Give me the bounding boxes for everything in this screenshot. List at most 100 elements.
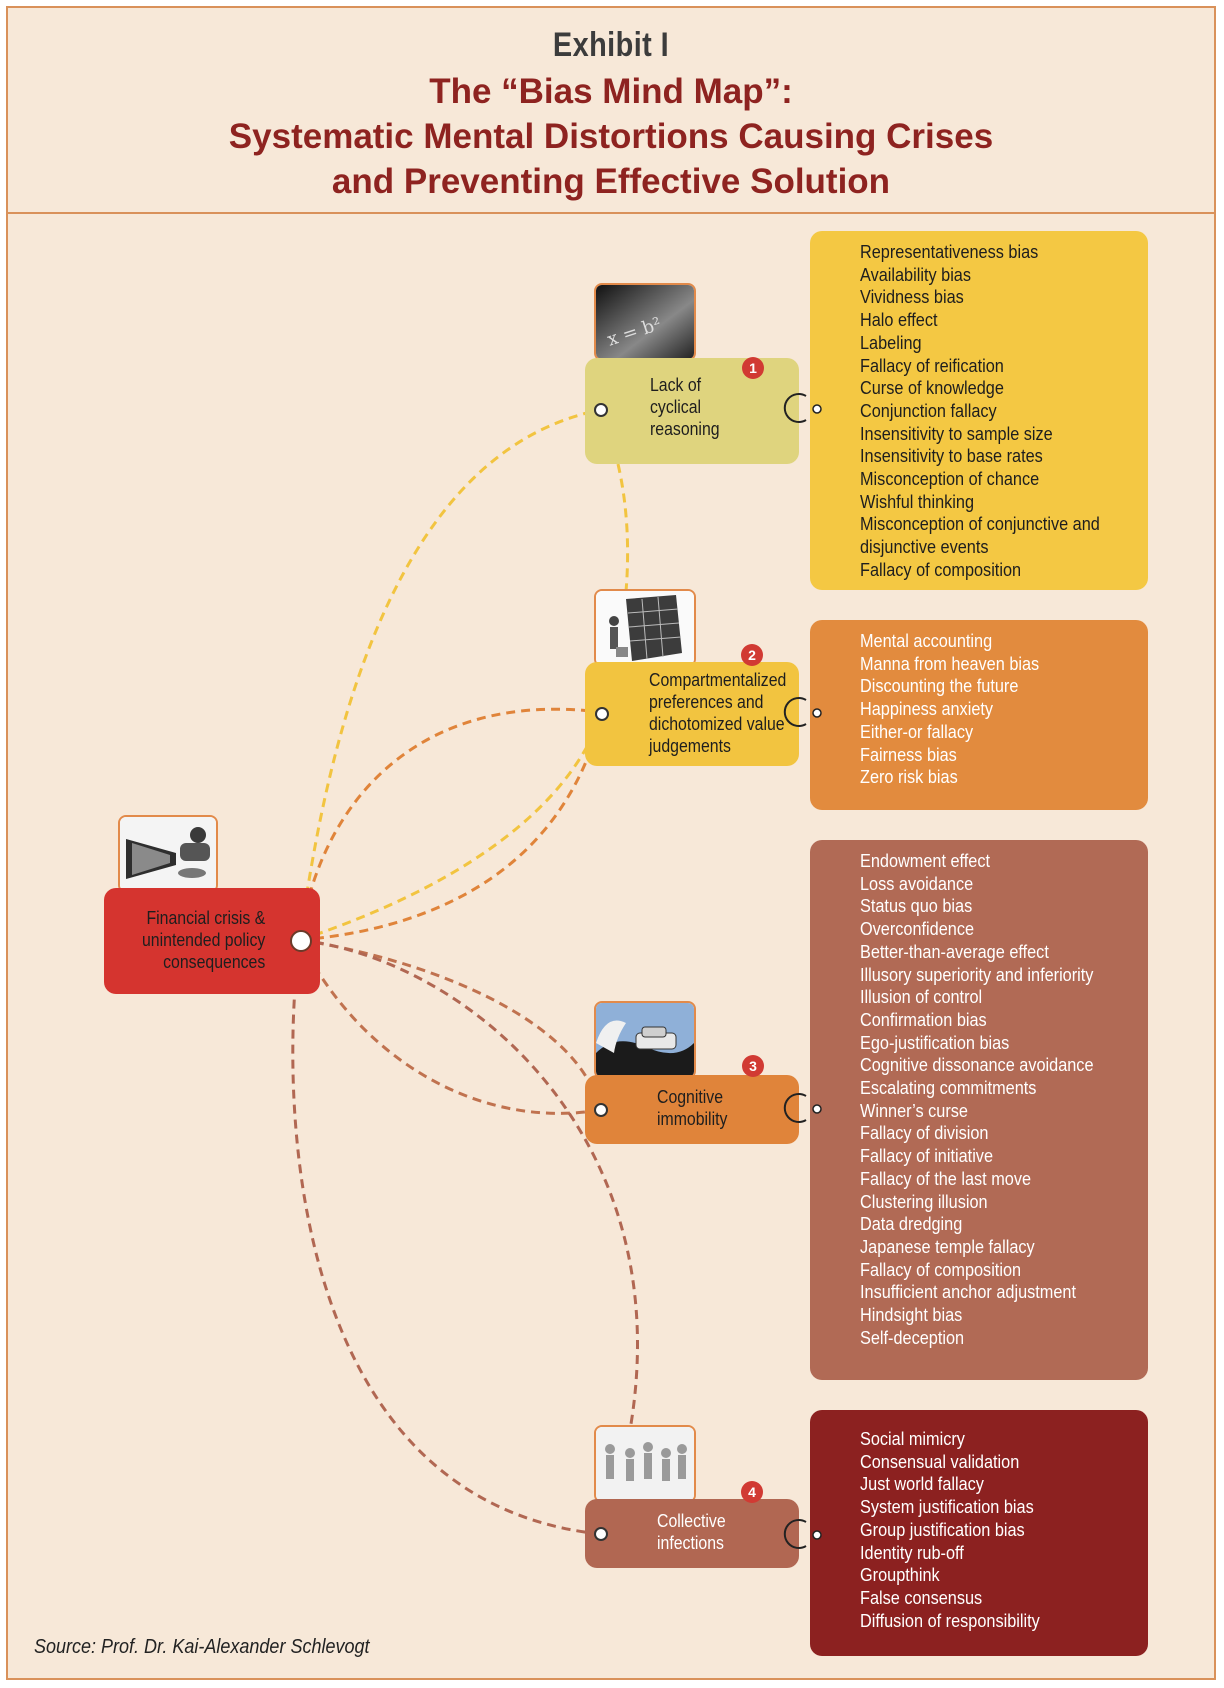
- list-item: Insufficient anchor adjustment: [860, 1281, 1076, 1303]
- podium-speaker-icon: [120, 817, 216, 891]
- car-wave-icon: [596, 1003, 694, 1077]
- list-item: Misconception of chance: [860, 468, 1040, 490]
- list-item: Loss avoidance: [860, 872, 974, 894]
- branch4-hook: [783, 1519, 807, 1549]
- title-line-1: The “Bias Mind Map”:: [429, 72, 793, 111]
- branch1-thumbnail: x = b²: [594, 283, 696, 361]
- list-item: Winner’s curse: [860, 1099, 968, 1121]
- branch2-hook: [783, 697, 807, 727]
- branch2-node: Compartmentalized preferences and dichot…: [585, 662, 799, 766]
- list-item: Misconception of conjunctive and: [860, 513, 1100, 535]
- root-node-label: Financial crisis & unintended policy con…: [142, 908, 266, 972]
- list-item: Just world fallacy: [860, 1473, 984, 1495]
- list-item: Fallacy of initiative: [860, 1145, 994, 1167]
- list-item: Zero risk bias: [860, 766, 958, 788]
- list-item: Fallacy of the last move: [860, 1167, 1032, 1189]
- list-item: Insensitivity to sample size: [860, 422, 1053, 444]
- root-connector-dot: [290, 930, 312, 952]
- list-item: False consensus: [860, 1586, 983, 1608]
- title-line-3: and Preventing Effective Solution: [331, 162, 891, 201]
- list-item: Happiness anxiety: [860, 698, 994, 720]
- link-root-branch2-lower: [299, 713, 604, 942]
- branch2-node-label: Compartmentalized preferences and dichot…: [649, 670, 787, 756]
- list-item: Labeling: [860, 331, 922, 353]
- list-item: Endowment effect: [860, 850, 991, 871]
- branch4-thumbnail: [594, 1425, 696, 1503]
- list-item: Wishful thinking: [860, 490, 975, 512]
- list-item: Groupthink: [860, 1564, 940, 1586]
- list-item: Halo effect: [860, 309, 938, 331]
- list-item: Consensual validation: [860, 1450, 1020, 1472]
- root-thumbnail: [118, 815, 218, 893]
- list-item: Manna from heaven bias: [860, 652, 1040, 674]
- list-item: Curse of knowledge: [860, 377, 1004, 399]
- list-item: Confirmation bias: [860, 1008, 987, 1030]
- branch4-node-label: Collective infections: [657, 1511, 726, 1553]
- list-item: Overconfidence: [860, 918, 975, 940]
- equation-chalkboard-icon: x = b²: [596, 285, 694, 359]
- list-item: Availability bias: [860, 263, 972, 285]
- branch3-thumbnail: [594, 1001, 696, 1079]
- source-caption: Source: Prof. Dr. Kai-Alexander Schlevog…: [34, 1636, 370, 1658]
- title-line-2: Systematic Mental Distortions Causing Cr…: [228, 117, 994, 156]
- link-root-branch3-b: [298, 939, 601, 1115]
- list-item: Status quo bias: [860, 895, 973, 917]
- list-item: Illusion of control: [860, 986, 983, 1008]
- list-item: Mental accounting: [860, 630, 993, 651]
- list-item: Better-than-average effect: [860, 940, 1049, 962]
- list-item: disjunctive events: [860, 536, 989, 558]
- exhibit-label: Exhibit I: [552, 26, 670, 64]
- list-item: Vividness bias: [860, 286, 964, 308]
- list-item: Group justification bias: [860, 1518, 1025, 1540]
- list-item: System justification bias: [860, 1496, 1034, 1518]
- list-item: Identity rub-off: [860, 1541, 964, 1563]
- branch1-node-label: Lack of cyclical reasoning: [650, 375, 720, 439]
- list-item: Fallacy of reification: [860, 354, 1004, 376]
- list-item: Representativeness bias: [860, 241, 1039, 262]
- link-root-branch2-upper: [298, 707, 601, 941]
- list-item: Hindsight bias: [860, 1304, 963, 1326]
- branch4-number-badge: 4: [741, 1481, 763, 1503]
- branch3-node-label: Cognitive immobility: [657, 1087, 728, 1129]
- list-item: Fallacy of division: [860, 1122, 989, 1144]
- branch1-left-dot: [594, 403, 608, 417]
- list-item: Social mimicry: [860, 1428, 965, 1449]
- list-item: Japanese temple fallacy: [860, 1235, 1035, 1257]
- list-item: Fairness bias: [860, 743, 957, 765]
- list-item: Illusory superiority and inferiority: [860, 963, 1094, 985]
- list-item: Self-deception: [860, 1326, 965, 1348]
- link-root-branch4: [291, 939, 601, 1536]
- list-item: Data dredging: [860, 1213, 963, 1235]
- branch1-hook: [783, 393, 807, 423]
- list-item: Insensitivity to base rates: [860, 445, 1043, 467]
- branch1-node: Lack of cyclical reasoning: [585, 358, 799, 464]
- list-item: Either-or fallacy: [860, 720, 974, 742]
- filing-cabinet-icon: [596, 591, 694, 665]
- link-root-branch1: [298, 408, 601, 941]
- branch3-left-dot: [594, 1103, 608, 1117]
- list-item: Diffusion of responsibility: [860, 1609, 1040, 1631]
- list-item: Escalating commitments: [860, 1077, 1037, 1099]
- branch1-bias-list: Representativeness bias Availability bia…: [810, 231, 1148, 590]
- branch3-number-badge: 3: [742, 1055, 764, 1077]
- branch2-bias-list: Mental accounting Manna from heaven bias…: [810, 620, 1148, 810]
- branch4-node: Collective infections: [585, 1499, 799, 1568]
- branch4-bias-list: Social mimicry Consensual validation Jus…: [810, 1410, 1148, 1656]
- list-item: Cognitive dissonance avoidance: [860, 1054, 1094, 1076]
- list-item: Ego-justification bias: [860, 1031, 1010, 1053]
- link-root-branch2-yellow: [299, 713, 604, 942]
- branch3-bias-list: Endowment effect Loss avoidance Status q…: [810, 840, 1148, 1380]
- exhibit-header: Exhibit I The “Bias Mind Map”: Systemati…: [8, 8, 1214, 214]
- branch2-number-badge: 2: [741, 644, 763, 666]
- list-item: Discounting the future: [860, 675, 1019, 697]
- branch3-hook: [783, 1093, 807, 1123]
- branch3-node: Cognitive immobility: [585, 1075, 799, 1144]
- branch2-left-dot: [595, 707, 609, 721]
- crowd-people-icon: [596, 1427, 694, 1501]
- list-item: Conjunction fallacy: [860, 399, 997, 421]
- branch2-thumbnail: [594, 589, 696, 667]
- list-item: Clustering illusion: [860, 1190, 988, 1212]
- link-root-collective-arc: [299, 938, 639, 1431]
- exhibit-title: The “Bias Mind Map”: Systematic Mental D…: [8, 69, 1214, 204]
